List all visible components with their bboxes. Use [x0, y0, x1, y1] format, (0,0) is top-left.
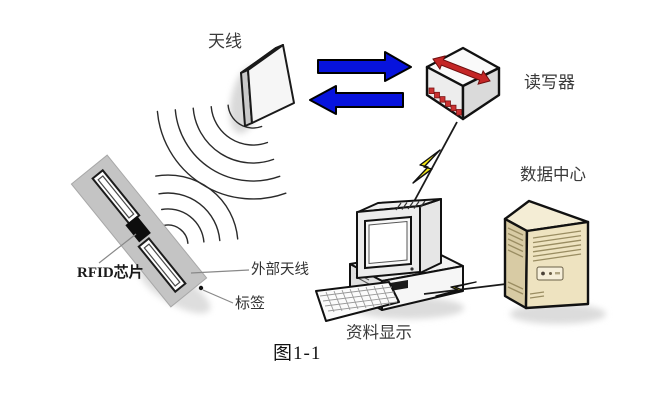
- radio-waves-tag-icon: [155, 174, 239, 244]
- rfid-chip-icon: [125, 215, 151, 243]
- reader-double-arrow-icon: [432, 55, 491, 85]
- arrow-right-icon: [317, 51, 412, 82]
- server-front-vents: [529, 230, 582, 299]
- server-side-vents: [507, 227, 524, 295]
- arrow-left-icon: [309, 85, 404, 115]
- computer-server-link: [423, 283, 507, 295]
- server-button-dot-1: [541, 271, 545, 276]
- external-antenna-label: 外部天线: [251, 262, 309, 278]
- monitor-vents: [395, 200, 426, 211]
- keyboard-keys: [319, 284, 398, 313]
- reader-computer-link: [409, 121, 458, 210]
- monitor-side-face: [419, 198, 442, 274]
- rfid-chip-label: RFID芯片: [77, 265, 144, 281]
- antenna-panel-icon: [240, 44, 295, 127]
- server-tower-icon: [503, 199, 590, 310]
- reader-led-squares: [428, 87, 462, 116]
- tag-label: 标签: [235, 296, 266, 312]
- data-display-label: 资料显示: [346, 323, 412, 342]
- lightning-bolt-icon: [412, 149, 441, 184]
- server-button-dot-2: [549, 272, 552, 275]
- desktop-computer-icon: [315, 198, 464, 322]
- leader-lines: [98, 233, 250, 304]
- monitor-screen: [368, 220, 408, 265]
- lightning-bolt-icon-2: [435, 281, 477, 297]
- tag-leader-line: [202, 289, 234, 304]
- power-button-dot: [410, 267, 414, 271]
- server-front-face: [524, 220, 590, 310]
- antenna-label: 天线: [208, 32, 242, 51]
- server-shadow: [510, 304, 606, 324]
- tag-pointer-dot: [198, 285, 204, 291]
- server-panel-slot: [555, 272, 560, 275]
- rfid-tag-icon: [70, 154, 208, 308]
- tag-antenna-strip-right: [137, 237, 187, 294]
- chip-leader-line: [98, 233, 137, 264]
- data-center-label: 数据中心: [520, 165, 586, 184]
- reader-label: 读写器: [524, 73, 575, 92]
- external-antenna-leader-line: [190, 269, 250, 274]
- antenna-front-face: [247, 44, 295, 124]
- radio-waves-antenna-icon: [156, 104, 287, 200]
- figure-caption: 图1-1: [273, 343, 322, 364]
